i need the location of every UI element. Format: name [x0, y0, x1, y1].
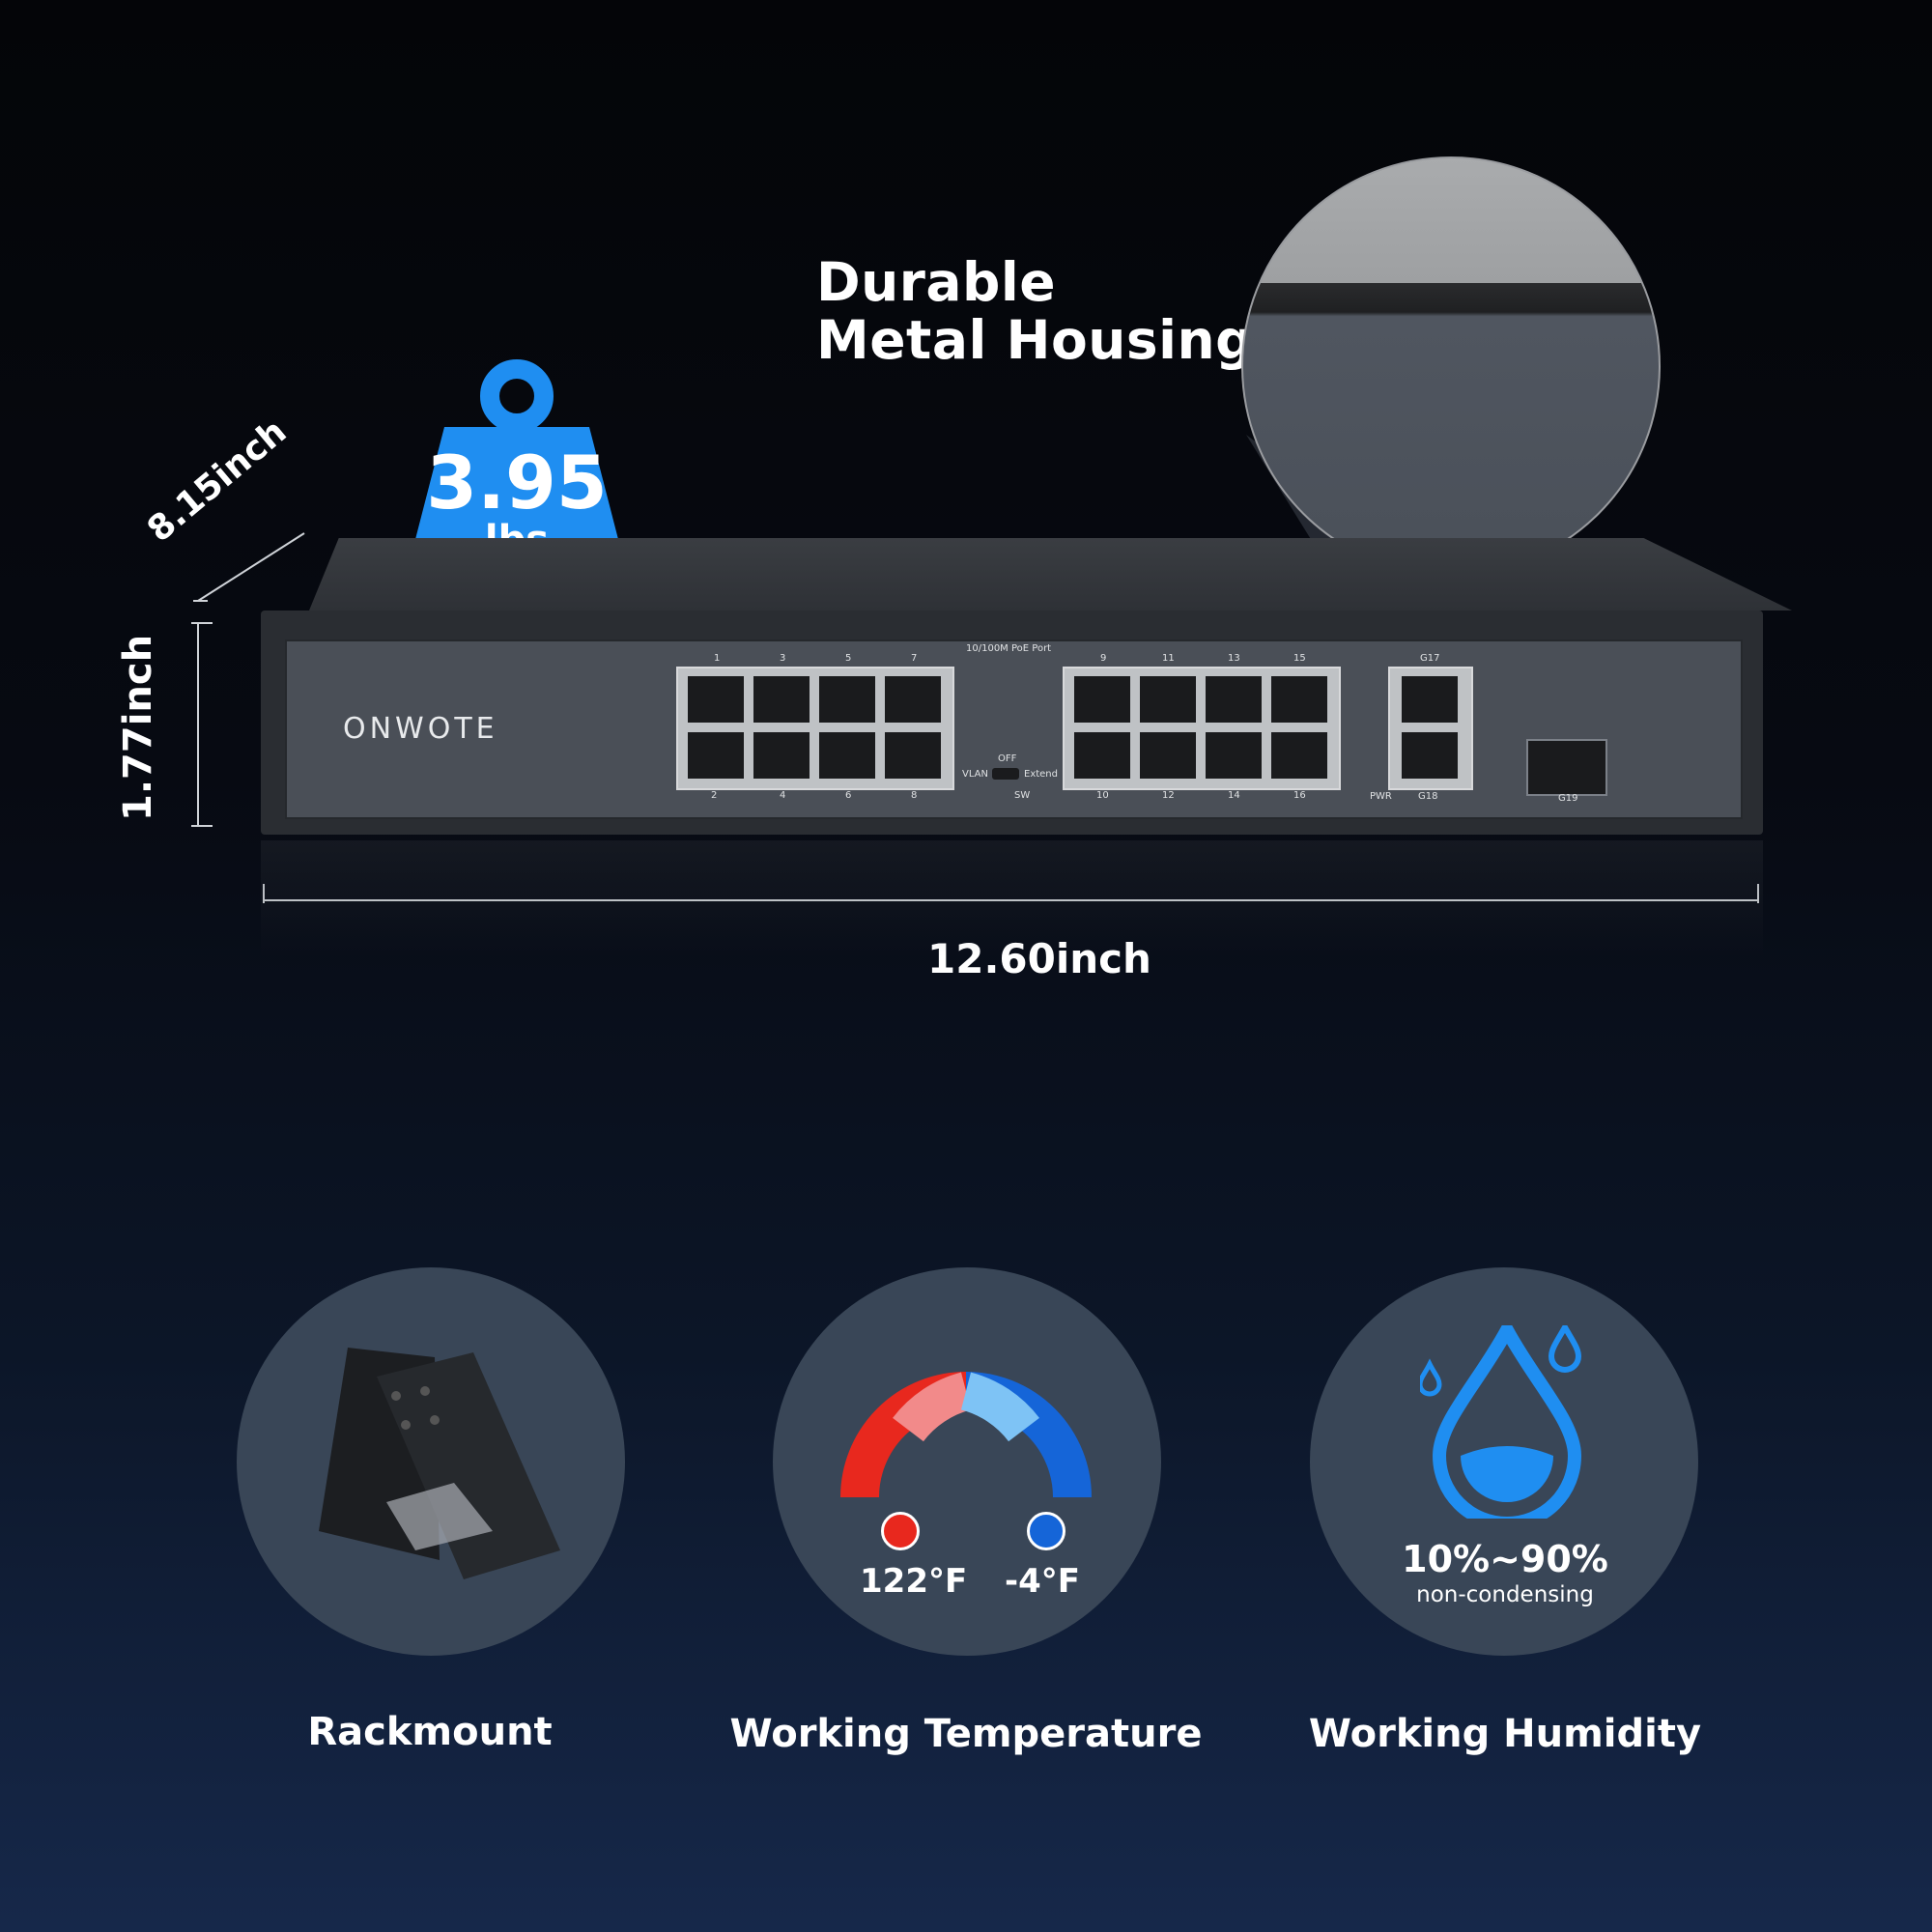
brand-logo: ONWOTE [343, 712, 498, 746]
sfp-label: G19 [1558, 793, 1578, 804]
port-num: 13 [1228, 653, 1240, 664]
cold-icon [1027, 1512, 1065, 1550]
width-label: 12.60inch [927, 935, 1151, 982]
temperature-gauge-icon [840, 1372, 1092, 1498]
humidity-label: Working Humidity [1308, 1712, 1702, 1756]
water-drop-icon [1420, 1325, 1582, 1519]
poe-label: 10/100M PoE Port [966, 643, 1052, 654]
temperature-label: Working Temperature [729, 1712, 1203, 1756]
port-num: 4 [780, 790, 786, 801]
port-block-right [1063, 667, 1341, 790]
switch-vlan-label: VLAN [962, 769, 988, 780]
switch-panel [285, 639, 1743, 819]
port-num: 10 [1096, 790, 1109, 801]
port-num: 11 [1162, 653, 1175, 664]
port-num: 2 [711, 790, 718, 801]
humidity-note: non-condensing [1416, 1582, 1594, 1607]
uplink-bottom-label: G18 [1418, 791, 1438, 802]
port-num: 7 [911, 653, 918, 664]
uplink-top-label: G17 [1420, 653, 1440, 664]
uplink-block [1388, 667, 1473, 790]
sfp-port [1526, 739, 1607, 796]
temperature-card [773, 1267, 1161, 1656]
height-label: 1.77inch [116, 634, 160, 821]
rackmount-bracket-icon [319, 1348, 560, 1579]
port-num: 3 [780, 653, 786, 664]
temp-low: -4°F [1005, 1562, 1080, 1601]
housing-title-line2: Metal Housing [816, 309, 1255, 371]
housing-title: Durable Metal Housing [816, 253, 1254, 369]
port-num: 5 [845, 653, 852, 664]
port-num: 14 [1228, 790, 1240, 801]
port-num: 6 [845, 790, 852, 801]
switch-top [309, 538, 1792, 611]
port-block-left [676, 667, 954, 790]
switch-off-label: OFF [998, 753, 1017, 764]
hot-icon [881, 1512, 920, 1550]
port-num: 12 [1162, 790, 1175, 801]
temp-high: 122°F [860, 1562, 968, 1601]
rackmount-label: Rackmount [307, 1710, 553, 1754]
vlan-toggle[interactable] [992, 768, 1019, 780]
pwr-label: PWR [1370, 791, 1392, 802]
humidity-range: 10%~90% [1402, 1538, 1608, 1580]
housing-title-line1: Durable [816, 251, 1057, 313]
port-num: 9 [1100, 653, 1107, 664]
port-num: 15 [1293, 653, 1306, 664]
weight-value: 3.95 [426, 440, 608, 526]
switch-reflection [261, 840, 1763, 956]
port-num: 16 [1293, 790, 1306, 801]
switch-extend-label: Extend [1024, 769, 1058, 780]
port-num: 8 [911, 790, 918, 801]
port-num: 1 [714, 653, 721, 664]
switch-sw-label: SW [1014, 790, 1031, 801]
